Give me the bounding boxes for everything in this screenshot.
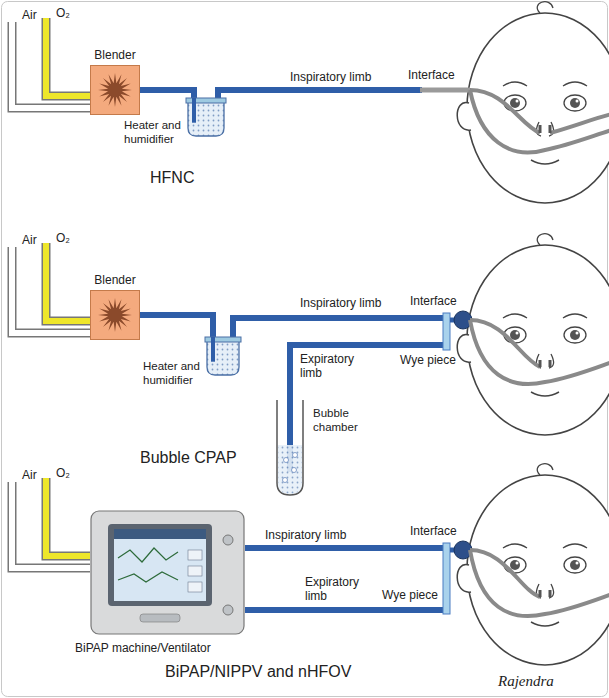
bubble — [293, 453, 298, 458]
node-label: Blender — [94, 273, 135, 287]
node-shape — [275, 400, 305, 495]
node-label: Heater and humidifier — [124, 118, 182, 146]
gas-tube — [140, 90, 194, 98]
screen-button — [188, 566, 202, 576]
node-shape — [90, 65, 140, 115]
tubing — [245, 541, 609, 616]
chamber-wall — [277, 400, 303, 495]
jar-lid — [205, 337, 241, 342]
panel-title: HFNC — [150, 168, 194, 187]
screen-button — [188, 582, 202, 592]
water — [278, 445, 302, 494]
node-shape — [186, 98, 226, 136]
screen-bezel — [108, 524, 212, 606]
dip-tube — [211, 337, 215, 362]
control-pad — [140, 614, 180, 622]
ventilator-machine: BiPAP machine/Ventilator — [90, 510, 245, 635]
bubble — [283, 478, 288, 483]
gas-pipes — [12, 478, 90, 568]
node-label: Blender — [94, 48, 135, 62]
screen — [114, 529, 206, 601]
node-shape — [205, 337, 241, 375]
blender-body — [91, 291, 140, 340]
part-label: Air — [22, 233, 37, 247]
blender-body — [91, 66, 140, 115]
humidifier-jar: Heater and humidifier — [186, 98, 226, 136]
part-label: Interface — [410, 524, 457, 538]
node-shape — [90, 510, 245, 635]
waveform — [118, 548, 178, 582]
bubble-chamber: Bubble chamber — [275, 400, 305, 495]
knob — [223, 535, 233, 545]
part-label: Air — [22, 8, 37, 22]
blender-star — [98, 298, 132, 332]
part-label: Wye piece — [400, 353, 456, 367]
part-label: Inspiratory limb — [290, 70, 371, 84]
part-label: Wye piece — [382, 588, 438, 602]
part-label: O₂ — [56, 6, 70, 20]
gas-tube — [140, 315, 213, 337]
part-label: Inspiratory limb — [300, 296, 381, 310]
panel-title: BiPAP/NIPPV and nHFOV — [165, 662, 351, 681]
part-label: O₂ — [56, 466, 70, 480]
dip-tube — [192, 98, 196, 123]
node-label: BiPAP machine/Ventilator — [75, 641, 211, 655]
part-label: O₂ — [56, 231, 70, 245]
infant-face — [457, 2, 609, 203]
node-shape — [90, 290, 140, 340]
blender-box: Blender — [90, 65, 140, 115]
blender-box: Blender — [90, 290, 140, 340]
infant-face — [457, 234, 609, 435]
gas-pipes — [12, 18, 90, 108]
screen-bar — [114, 529, 206, 539]
bubble — [284, 458, 289, 463]
part-label: Expiratory limb — [305, 575, 369, 603]
panel-title: Bubble CPAP — [140, 448, 237, 467]
blender-star — [98, 73, 132, 107]
screen-button — [188, 550, 202, 560]
humidifier-jar: Heater and humidifier — [205, 337, 241, 375]
knob — [223, 605, 233, 615]
part-label: Air — [22, 468, 37, 482]
part-label: Interface — [410, 294, 457, 308]
node-label: Bubble chamber — [313, 406, 371, 434]
infant-face — [457, 464, 609, 665]
panel-title: Rajendra — [498, 672, 554, 690]
part-label: Expiratory limb — [300, 352, 364, 380]
part-label: Inspiratory limb — [265, 528, 346, 542]
machine-housing — [91, 511, 244, 634]
part-label: Interface — [408, 68, 455, 82]
node-label: Heater and humidifier — [143, 359, 201, 387]
tubing — [218, 90, 609, 153]
gas-pipes — [12, 243, 90, 333]
bubble — [292, 468, 297, 473]
